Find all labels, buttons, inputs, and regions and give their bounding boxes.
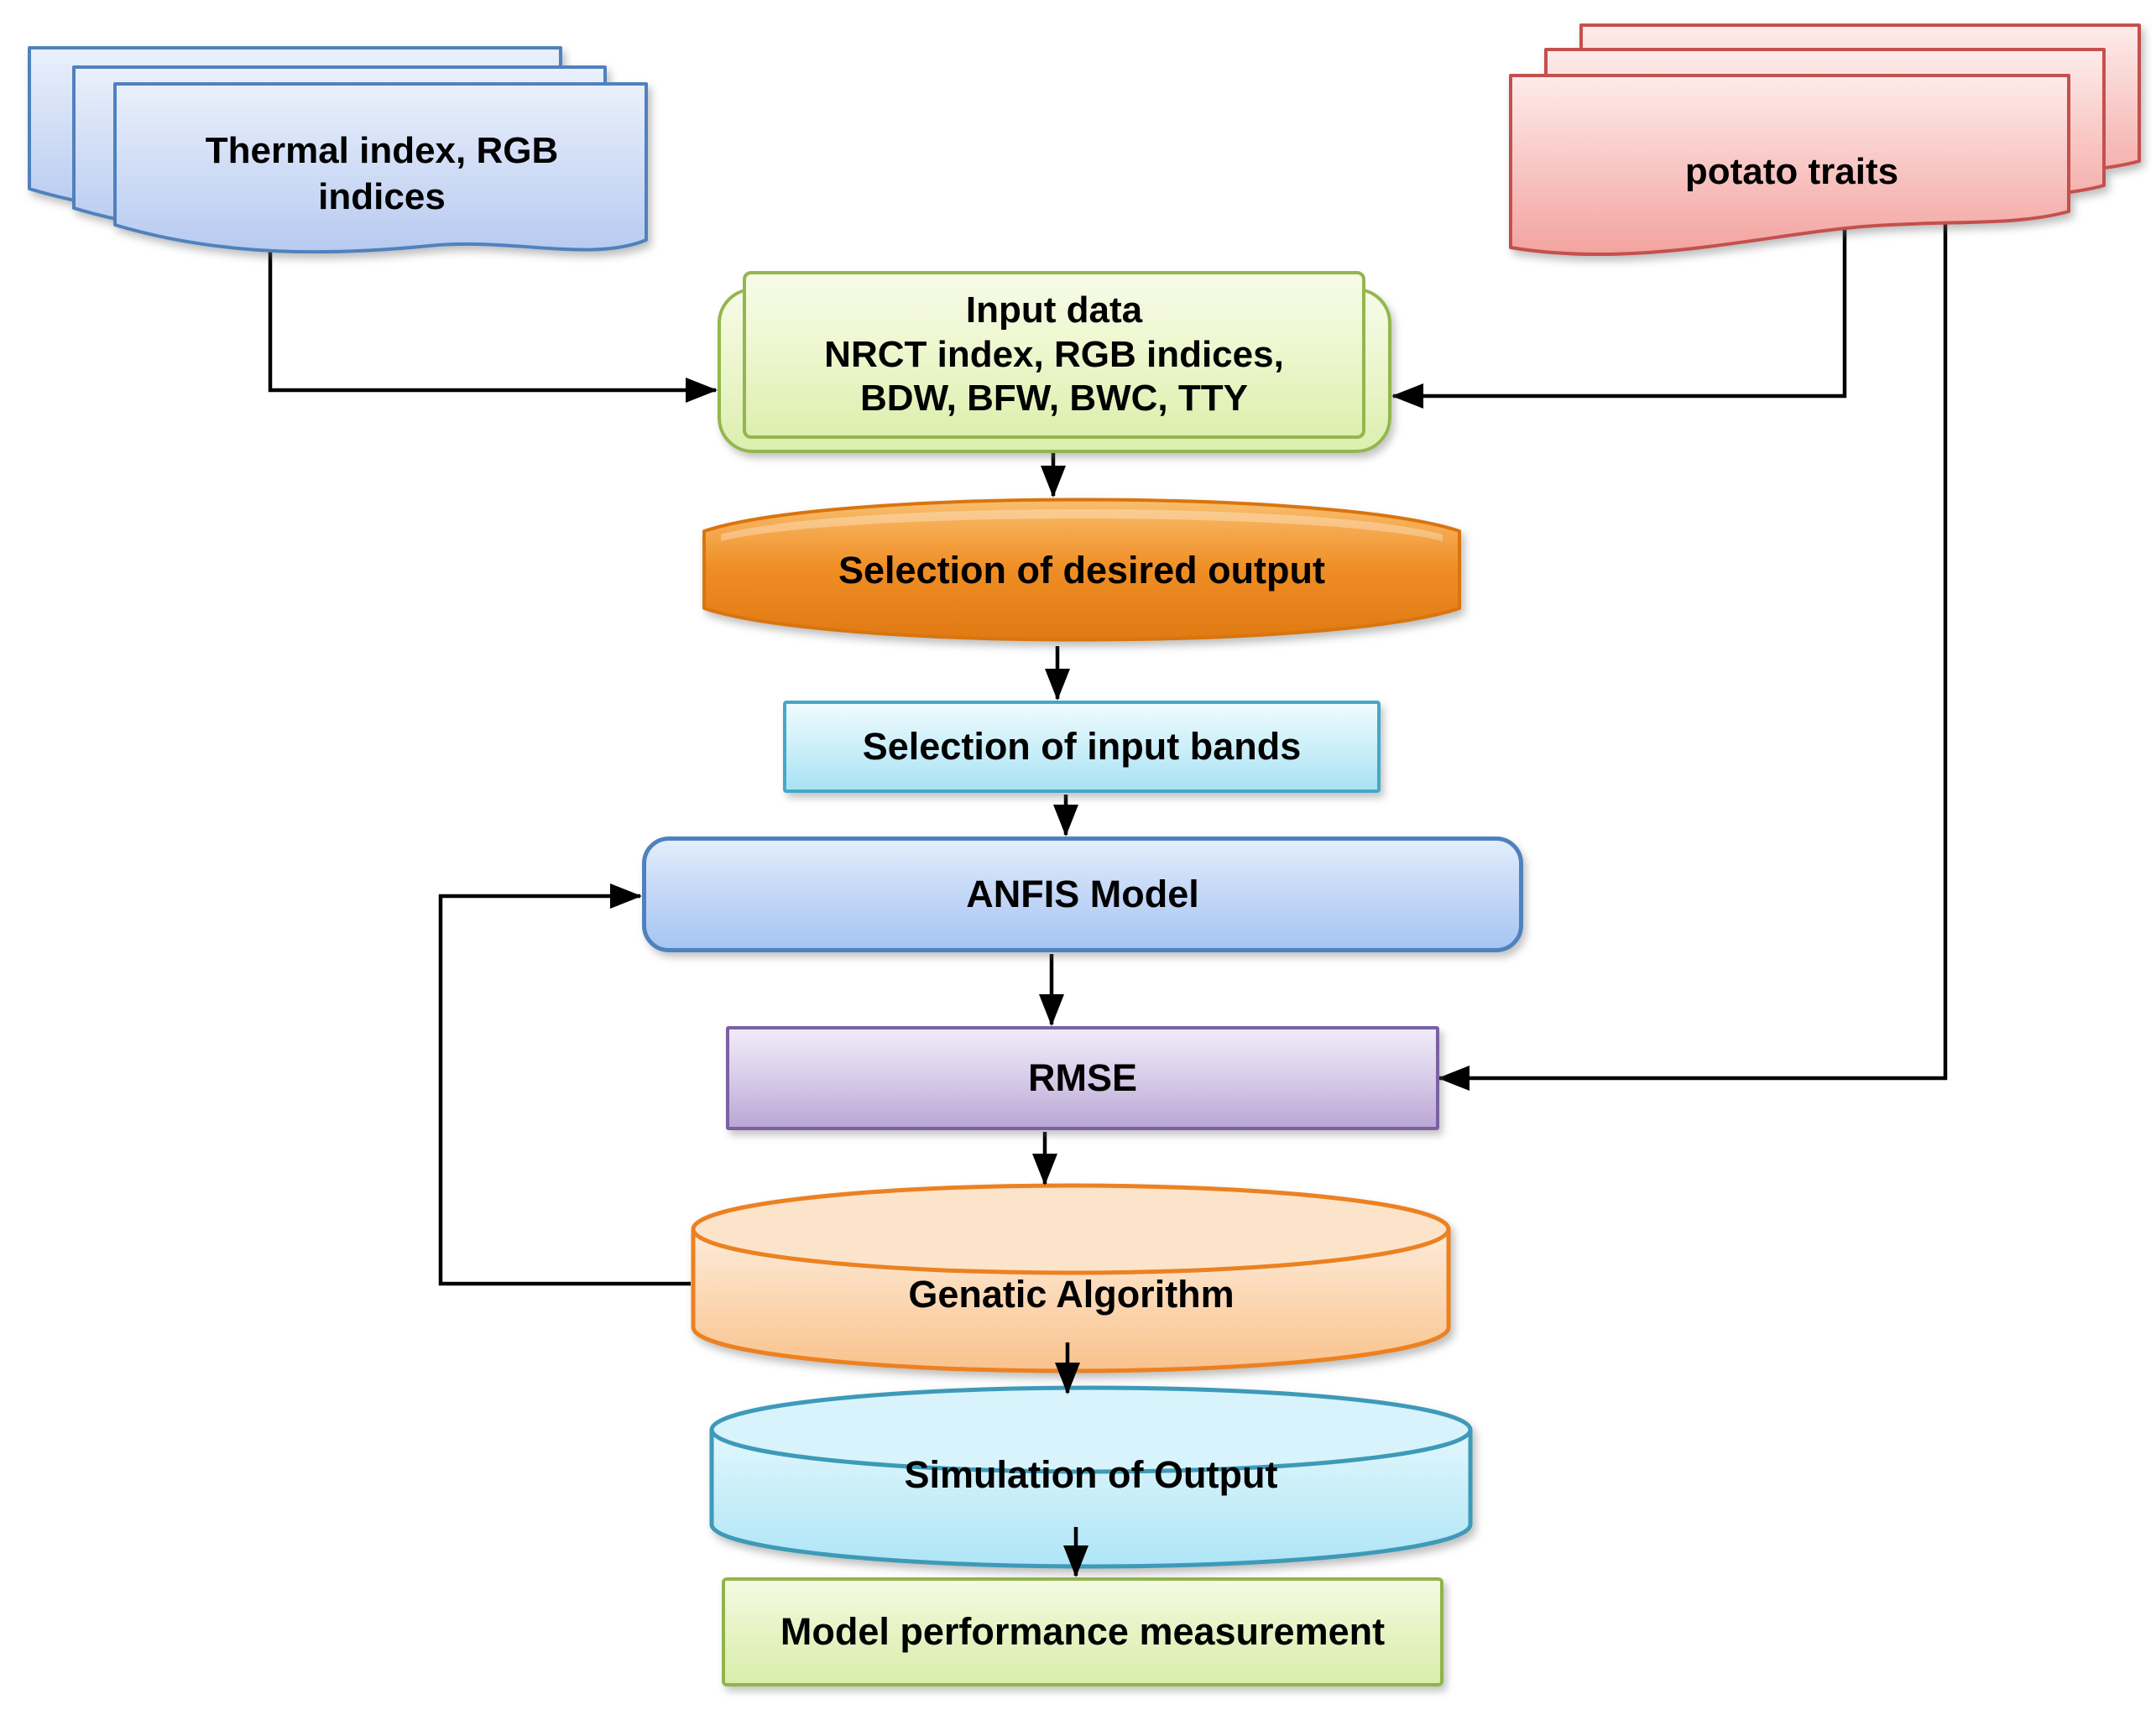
selection-output-label: Selection of desired output [838, 549, 1326, 592]
anfis-model-label: ANFIS Model [966, 873, 1199, 915]
document-icon [113, 82, 648, 254]
simulation-output-label: Simulation of Output [904, 1453, 1278, 1496]
genetic-algorithm-label: Genatic Algorithm [908, 1273, 1235, 1316]
rmse-label: RMSE [1027, 1056, 1137, 1099]
edge-potato-to-rmse [1438, 216, 1948, 1091]
edge-thermal-to-input [268, 235, 718, 403]
selection-output-shape [702, 498, 1461, 642]
rmse-box [726, 1026, 1439, 1130]
input-data-box [743, 271, 1365, 439]
model-performance-label: Model performance measurement [780, 1610, 1386, 1653]
input-data-label: Input data NRCT index, RGB indices, BDW,… [824, 289, 1284, 420]
selection-bands-label: Selection of input bands [862, 725, 1302, 768]
edge-potato-to-input [1391, 216, 1847, 409]
simulation-output-cylinder [709, 1385, 1473, 1569]
genetic-algorithm-cylinder [691, 1183, 1451, 1373]
edge-genetic-feedback-to-anfis [438, 883, 691, 1286]
potato-docs-label: potato traits [1684, 151, 1899, 192]
potato-docs-shape [1509, 23, 2141, 257]
document-icon [1509, 74, 2070, 257]
thermal-docs-label: Thermal index, RGB indices [205, 130, 559, 217]
anfis-model-box [642, 837, 1523, 952]
selection-bands-box [783, 701, 1381, 793]
model-performance-box [722, 1577, 1443, 1686]
thermal-docs-shape [28, 46, 648, 254]
